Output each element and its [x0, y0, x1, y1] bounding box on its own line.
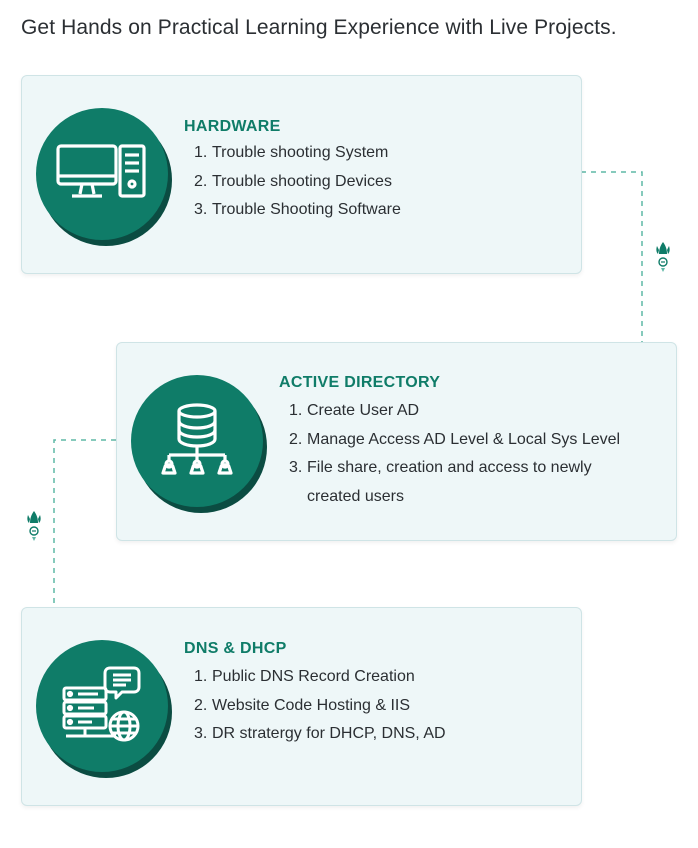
list-item: 2.Trouble shooting Devices [194, 172, 392, 190]
section-title: DNS & DHCP [184, 640, 287, 657]
hardware-list: 1.Trouble shooting System 2.Trouble shoo… [194, 139, 401, 225]
rocket-icon [656, 242, 670, 272]
list-item: 3.DR stratergy for DHCP, DNS, AD [194, 725, 446, 742]
dns-dhcp-badge [36, 640, 176, 780]
list-item: 1.Public DNS Record Creation [194, 668, 415, 685]
list-item: 1.Trouble shooting System [194, 144, 389, 161]
list-item: 2.Website Code Hosting & IIS [194, 696, 411, 714]
section-title: HARDWARE [184, 118, 281, 135]
active-directory-badge [131, 375, 271, 515]
list-item: 2.Manage Access AD Level & Local Sys Lev… [289, 430, 621, 448]
list-item: 3.File share, creation and access to new… [289, 459, 592, 505]
hardware-badge [36, 108, 176, 248]
server-globe-icon [62, 666, 141, 742]
database-network-icon [161, 403, 233, 475]
section-title: ACTIVE DIRECTORY [279, 374, 441, 391]
hardware-card: HARDWARE 1.Trouble shooting System 2.Tro… [21, 75, 582, 274]
active-directory-card: ACTIVE DIRECTORY 1.Create User AD 2.Mana… [116, 342, 677, 541]
list-item: 3.Trouble Shooting Software [194, 201, 401, 218]
page-headline: Get Hands on Practical Learning Experien… [21, 16, 617, 39]
rocket-icon [27, 511, 41, 541]
desktop-computer-icon [56, 144, 146, 198]
dns-dhcp-card: DNS & DHCP 1.Public DNS Record Creation … [21, 607, 582, 806]
dns-dhcp-list: 1.Public DNS Record Creation 2.Website C… [194, 663, 446, 749]
active-directory-list: 1.Create User AD 2.Manage Access AD Leve… [289, 397, 620, 511]
list-item: 1.Create User AD [289, 402, 420, 419]
